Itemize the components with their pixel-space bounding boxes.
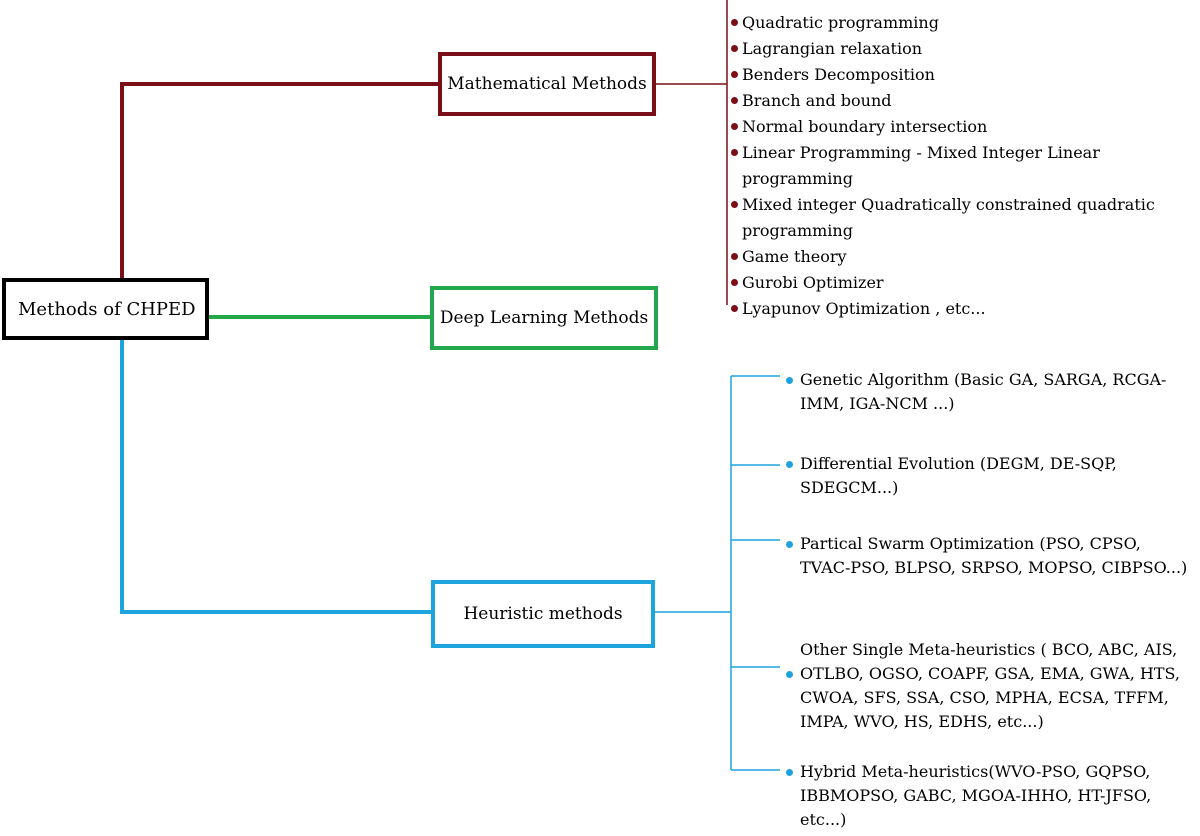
heuristic-item-name: Other Single Meta-heuristics bbox=[800, 640, 1036, 659]
math-item-label: Quadratic programming bbox=[742, 13, 939, 32]
math-item-label: Game theory bbox=[742, 247, 847, 266]
heuristic-list-item: Hybrid Meta-heuristics(WVO-PSO, GQPSO, I… bbox=[786, 760, 1166, 832]
bullet-icon bbox=[731, 305, 738, 312]
bullet-icon bbox=[731, 201, 738, 208]
bullet-icon bbox=[731, 253, 738, 260]
bullet-icon bbox=[731, 71, 738, 78]
heuristic-item-detail: (PSO, CPSO, TVAC-PSO, BLPSO, SRPSO, MOPS… bbox=[800, 534, 1188, 577]
heuristic-methods-label: Heuristic methods bbox=[463, 604, 623, 624]
math-item-label: Mixed integer Quadratically constrained … bbox=[742, 195, 1155, 240]
heuristic-list-item: Differential Evolution (DEGM, DE-SQP, SD… bbox=[786, 452, 1136, 500]
math-list-item: Gurobi Optimizer bbox=[730, 270, 1195, 296]
math-list-item: Quadratic programming bbox=[730, 10, 1195, 36]
connector-root-to-heur bbox=[120, 338, 433, 614]
bullet-icon bbox=[786, 671, 793, 678]
math-item-label: Branch and bound bbox=[742, 91, 892, 110]
math-list-item: Linear Programming - Mixed Integer Linea… bbox=[730, 140, 1195, 192]
heuristic-list-item: Other Single Meta-heuristics ( BCO, ABC,… bbox=[786, 638, 1186, 734]
mathematical-methods-list: Quadratic programming Lagrangian relaxat… bbox=[730, 10, 1195, 322]
heuristic-item-name: Partical Swarm Optimization bbox=[800, 534, 1035, 553]
math-item-label: Gurobi Optimizer bbox=[742, 273, 884, 292]
math-list-item: Benders Decomposition bbox=[730, 62, 1195, 88]
heuristic-item-detail: (WVO-PSO, GQPSO, IBBMOPSO, GABC, MGOA-IH… bbox=[800, 762, 1152, 829]
bullet-icon bbox=[786, 377, 793, 384]
math-item-label: Benders Decomposition bbox=[742, 65, 935, 84]
connector-root-to-math bbox=[120, 82, 440, 282]
math-list-item: Branch and bound bbox=[730, 88, 1195, 114]
deep-learning-methods-node: Deep Learning Methods bbox=[430, 286, 658, 350]
math-item-label: Lyapunov Optimization , etc... bbox=[742, 299, 986, 318]
heuristic-methods-node: Heuristic methods bbox=[431, 580, 655, 648]
heuristic-item-detail: (DEGM, DE-SQP, SDEGCM...) bbox=[800, 454, 1117, 497]
heuristic-list-item: Genetic Algorithm (Basic GA, SARGA, RCGA… bbox=[786, 368, 1186, 416]
heuristic-item-detail: ( BCO, ABC, AIS, OTLBO, OGSO, COAPF, GSA… bbox=[800, 640, 1181, 731]
math-list-item: Normal boundary intersection bbox=[730, 114, 1195, 140]
root-node: Methods of CHPED bbox=[2, 278, 209, 340]
root-node-label: Methods of CHPED bbox=[18, 298, 196, 320]
bullet-icon bbox=[786, 461, 793, 468]
bullet-icon bbox=[786, 769, 793, 776]
bullet-icon bbox=[786, 541, 793, 548]
bullet-icon bbox=[731, 149, 738, 156]
mathematical-methods-node: Mathematical Methods bbox=[438, 52, 656, 116]
bullet-icon bbox=[731, 123, 738, 130]
bullet-icon bbox=[731, 97, 738, 104]
math-item-label: Linear Programming - Mixed Integer Linea… bbox=[742, 143, 1100, 188]
deep-learning-methods-label: Deep Learning Methods bbox=[439, 308, 649, 328]
math-list-item: Mixed integer Quadratically constrained … bbox=[730, 192, 1195, 244]
heuristic-item-name: Genetic Algorithm bbox=[800, 370, 949, 389]
bullet-icon bbox=[731, 19, 738, 26]
heuristic-item-detail: (Basic GA, SARGA, RCGA-IMM, IGA-NCM ...) bbox=[800, 370, 1167, 413]
bullet-icon bbox=[731, 45, 738, 52]
heuristic-item-name: Differential Evolution bbox=[800, 454, 975, 473]
math-list-item: Game theory bbox=[730, 244, 1195, 270]
heuristic-list-item: Partical Swarm Optimization (PSO, CPSO, … bbox=[786, 532, 1191, 580]
math-list-item: Lagrangian relaxation bbox=[730, 36, 1195, 62]
math-list-item: Lyapunov Optimization , etc... bbox=[730, 296, 1195, 322]
math-item-label: Lagrangian relaxation bbox=[742, 39, 923, 58]
mathematical-methods-label: Mathematical Methods bbox=[447, 74, 647, 94]
math-item-label: Normal boundary intersection bbox=[742, 117, 988, 136]
bullet-icon bbox=[731, 279, 738, 286]
heuristic-item-name: Hybrid Meta-heuristics bbox=[800, 762, 989, 781]
